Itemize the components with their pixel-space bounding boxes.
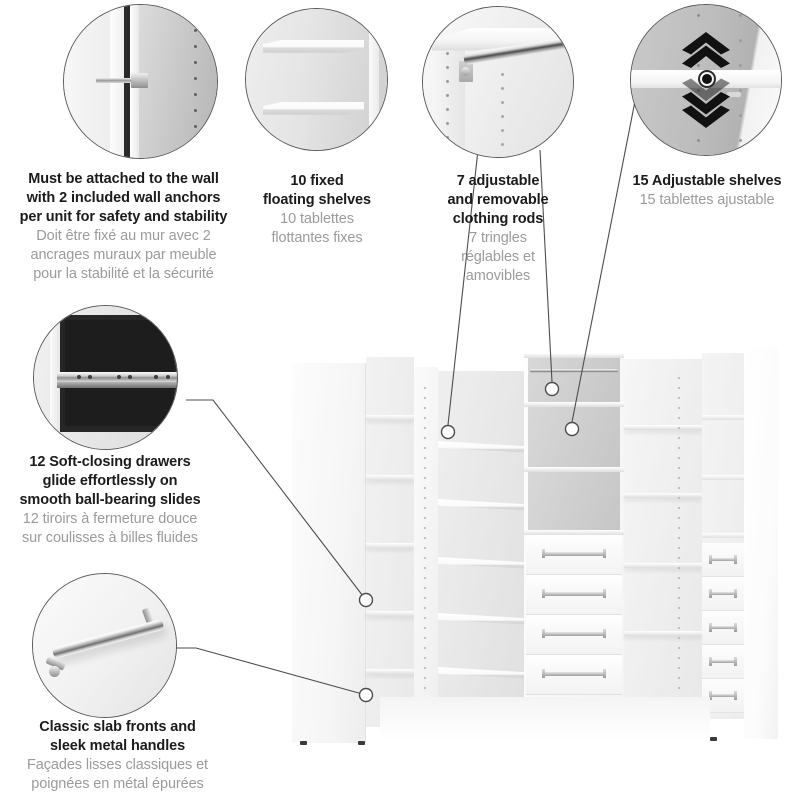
- drawer-front[interactable]: [702, 679, 744, 713]
- drawer-front[interactable]: [702, 611, 744, 645]
- right-interior-column: [702, 353, 744, 719]
- caption-en-line: 15 Adjustable shelves: [632, 173, 782, 189]
- caption-en-line: clothing rods: [452, 211, 544, 227]
- caption-fr-line: flottantes fixes: [271, 230, 363, 246]
- drawer-front[interactable]: [526, 655, 622, 695]
- caption-fr-line: Façades lisses classiques et: [27, 757, 208, 773]
- caption-fr-line: 12 tiroirs à fermeture douce: [22, 511, 198, 527]
- caption-fr-line: poignées en métal épurées: [31, 776, 204, 792]
- caption-fr-line: sur coulisses à billes fluides: [22, 530, 198, 546]
- callout-caption-floating-shelves: 10 fixed floating shelves 10 tablettes f…: [238, 172, 396, 248]
- ball-bearing-slide-icon: [33, 305, 178, 450]
- corner-shelf: [438, 613, 530, 625]
- caption-fr-line: Doit être fixé au mur avec 2: [36, 228, 211, 244]
- caption-en-line: sleek metal handles: [49, 738, 186, 754]
- caption-en-line: glide effortlessly on: [42, 473, 178, 489]
- callout-caption-soft-closing-drawers: 12 Soft-closing drawers glide effortless…: [0, 453, 220, 548]
- caption-en-line: Classic slab fronts and: [39, 719, 196, 735]
- callout-caption-slab-fronts-handles: Classic slab fronts and sleek metal hand…: [0, 718, 235, 794]
- caption-en-line: 10 fixed: [290, 173, 344, 189]
- caption-en-line: 7 adjustable: [456, 173, 540, 189]
- drawer-front[interactable]: [526, 535, 622, 575]
- drawer-handle-icon: [542, 669, 607, 678]
- caption-fr-line: réglables et: [461, 249, 535, 265]
- caption-en-line: 12 Soft-closing drawers: [29, 454, 191, 470]
- drawer-handle-icon: [542, 589, 607, 598]
- clothing-rod: [530, 369, 618, 373]
- chevron-arrows-icon: [682, 32, 730, 128]
- callout-caption-wall-anchors: Must be attached to the wall with 2 incl…: [0, 170, 247, 284]
- floating-shelf-icon: [245, 8, 388, 151]
- drawer-front[interactable]: [702, 645, 744, 679]
- caption-en-line: and removable: [447, 192, 549, 208]
- caption-fr-line: 10 tablettes: [280, 211, 354, 227]
- drawer-handle-icon: [542, 549, 607, 558]
- corner-back-panel: [438, 371, 524, 717]
- corner-shelf: [438, 499, 530, 511]
- product-image-closet-system: [280, 345, 780, 770]
- caption-en-line: smooth ball-bearing slides: [19, 492, 201, 508]
- left-interior-column: [366, 357, 414, 727]
- adjustable-shelf-chevron-icon: [630, 4, 782, 156]
- callout-caption-clothing-rods: 7 adjustable and removable clothing rods…: [412, 172, 584, 286]
- drawer-front[interactable]: [526, 575, 622, 615]
- drawer-handle-icon: [708, 656, 738, 665]
- corner-shelf: [438, 667, 530, 679]
- corner-shelf: [438, 441, 530, 453]
- drawer-front[interactable]: [702, 543, 744, 577]
- caption-fr-line: 7 tringles: [469, 230, 527, 246]
- right-back-panel: [624, 359, 702, 739]
- drawer-handle-icon: [542, 629, 607, 638]
- drawer-handle-icon: [708, 690, 738, 699]
- caption-fr-line: pour la stabilité et la sécurité: [33, 266, 214, 282]
- closet-floor: [380, 697, 710, 741]
- cabinet-foot: [358, 741, 365, 745]
- callout-caption-adjustable-shelves: 15 Adjustable shelves 15 tablettes ajust…: [614, 172, 800, 210]
- caption-fr-line: 15 tablettes ajustable: [639, 192, 775, 208]
- drawer-handle-icon: [708, 588, 738, 597]
- left-cabinet-panel: [292, 363, 366, 743]
- cabinet-foot: [300, 741, 307, 745]
- right-cabinet-panel: [744, 347, 778, 739]
- corner-shelf: [438, 557, 530, 569]
- caption-fr-line: ancrages muraux par meuble: [30, 247, 217, 263]
- drawer-front[interactable]: [702, 577, 744, 611]
- drawer-front[interactable]: [526, 615, 622, 655]
- caption-en-line: per unit for safety and stability: [19, 209, 228, 225]
- caption-fr-line: amovibles: [465, 268, 531, 284]
- caption-en-line: with 2 included wall anchors: [26, 190, 221, 206]
- clothing-rod-icon: [422, 6, 574, 158]
- caption-en-line: Must be attached to the wall: [28, 171, 219, 187]
- center-tower: [524, 353, 624, 725]
- left-inner-wall: [414, 367, 438, 739]
- caption-en-line: floating shelves: [263, 192, 371, 208]
- drawer-handle-icon: [708, 554, 738, 563]
- drawer-handle-icon: [708, 622, 738, 631]
- wall-anchor-screw-icon: [63, 4, 218, 159]
- cabinet-foot: [710, 737, 717, 741]
- metal-bar-handle-icon: [32, 573, 177, 718]
